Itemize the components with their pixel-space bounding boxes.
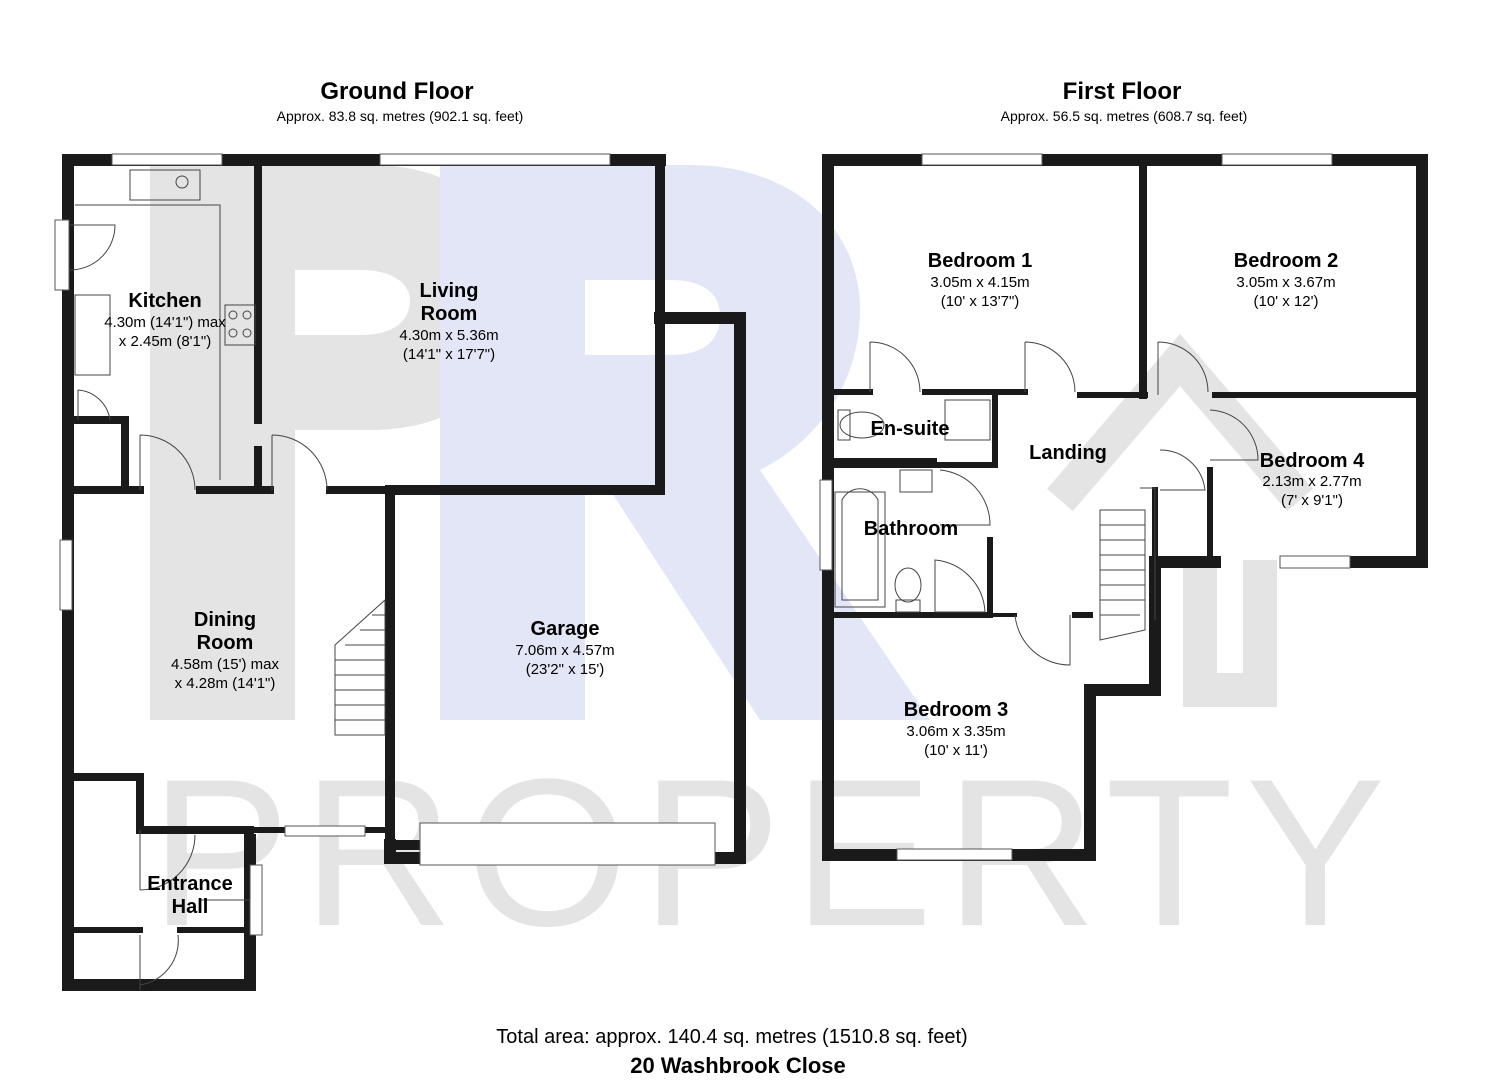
- room-dimension: (7' x 9'1"): [1281, 492, 1343, 509]
- room-dimension: 3.05m x 4.15m: [930, 274, 1029, 291]
- room-living: Living Room 4.30m x 5.36m (14'1" x 17'7"…: [399, 280, 498, 363]
- room-dimension: (10' x 12'): [1254, 293, 1319, 310]
- kitchen-fixtures: [69, 169, 386, 990]
- room-name: Bedroom 2: [1234, 250, 1338, 272]
- ground-floor-windows: [54, 153, 716, 936]
- room-dimension: 3.06m x 3.35m: [906, 723, 1005, 740]
- room-name: Entrance: [147, 873, 233, 895]
- room-bedroom-1: Bedroom 1 3.05m x 4.15m (10' x 13'7"): [928, 250, 1032, 310]
- room-dimension: (10' x 13'7"): [941, 293, 1020, 310]
- room-name: Bedroom 3: [904, 699, 1008, 721]
- room-dimension: (14'1" x 17'7"): [403, 346, 495, 363]
- room-bathroom: Bathroom: [864, 518, 958, 540]
- room-name: Bathroom: [864, 518, 958, 540]
- room-name: Hall: [172, 896, 209, 918]
- room-dimension: 2.13m x 2.77m: [1262, 473, 1361, 490]
- room-bedroom-4: Bedroom 4 2.13m x 2.77m (7' x 9'1"): [1260, 450, 1365, 509]
- room-dimension: (10' x 11'): [924, 742, 988, 759]
- room-name: En-suite: [871, 418, 950, 440]
- room-bedroom-3: Bedroom 3 3.06m x 3.35m (10' x 11'): [904, 699, 1008, 759]
- room-name: Landing: [1029, 442, 1107, 464]
- room-ensuite: En-suite: [871, 418, 950, 440]
- room-name: Bedroom 4: [1260, 450, 1365, 472]
- first-floor-windows: [819, 153, 1351, 861]
- room-dimension: x 2.45m (8'1"): [119, 333, 211, 350]
- room-kitchen: Kitchen 4.30m (14'1") max x 2.45m (8'1"): [104, 290, 226, 350]
- property-address: 20 Washbrook Close: [630, 1053, 846, 1078]
- room-dimension: 4.58m (15') max: [171, 656, 279, 673]
- room-bedroom-2: Bedroom 2 3.05m x 3.67m (10' x 12'): [1234, 250, 1338, 310]
- first-floor-fixtures: [834, 341, 1259, 666]
- room-name: Room: [421, 303, 478, 325]
- first-floor-area: Approx. 56.5 sq. metres (608.7 sq. feet): [1001, 108, 1248, 124]
- ground-floor-area: Approx. 83.8 sq. metres (902.1 sq. feet): [277, 108, 524, 124]
- room-dimension: (23'2" x 15'): [526, 661, 605, 678]
- room-dimension: x 4.28m (14'1"): [175, 675, 276, 692]
- room-name: Garage: [531, 618, 600, 640]
- room-dimension: 4.30m (14'1") max: [104, 314, 226, 331]
- room-dimension: 7.06m x 4.57m: [515, 642, 614, 659]
- ground-floor-title: Ground Floor: [320, 78, 473, 105]
- room-dining: Dining Room 4.58m (15') max x 4.28m (14'…: [171, 609, 279, 692]
- room-name: Kitchen: [128, 290, 201, 312]
- ground-floor-header: Ground Floor Approx. 83.8 sq. metres (90…: [277, 78, 524, 124]
- room-landing: Landing: [1029, 442, 1107, 464]
- room-entrance-hall: Entrance Hall: [147, 873, 233, 918]
- watermark-word: PROPERTY: [150, 735, 1397, 970]
- total-area: Total area: approx. 140.4 sq. metres (15…: [496, 1026, 967, 1048]
- room-name: Room: [197, 632, 254, 654]
- footer: Total area: approx. 140.4 sq. metres (15…: [496, 1026, 967, 1078]
- room-garage: Garage 7.06m x 4.57m (23'2" x 15'): [515, 618, 614, 678]
- first-floor-title: First Floor: [1063, 78, 1182, 105]
- room-dimension: 4.30m x 5.36m: [399, 327, 498, 344]
- first-floor-header: First Floor Approx. 56.5 sq. metres (608…: [1001, 78, 1248, 124]
- room-name: Living: [420, 280, 479, 302]
- room-name: Bedroom 1: [928, 250, 1032, 272]
- room-dimension: 3.05m x 3.67m: [1236, 274, 1335, 291]
- room-name: Dining: [194, 609, 256, 631]
- watermark-logo: [150, 165, 1313, 720]
